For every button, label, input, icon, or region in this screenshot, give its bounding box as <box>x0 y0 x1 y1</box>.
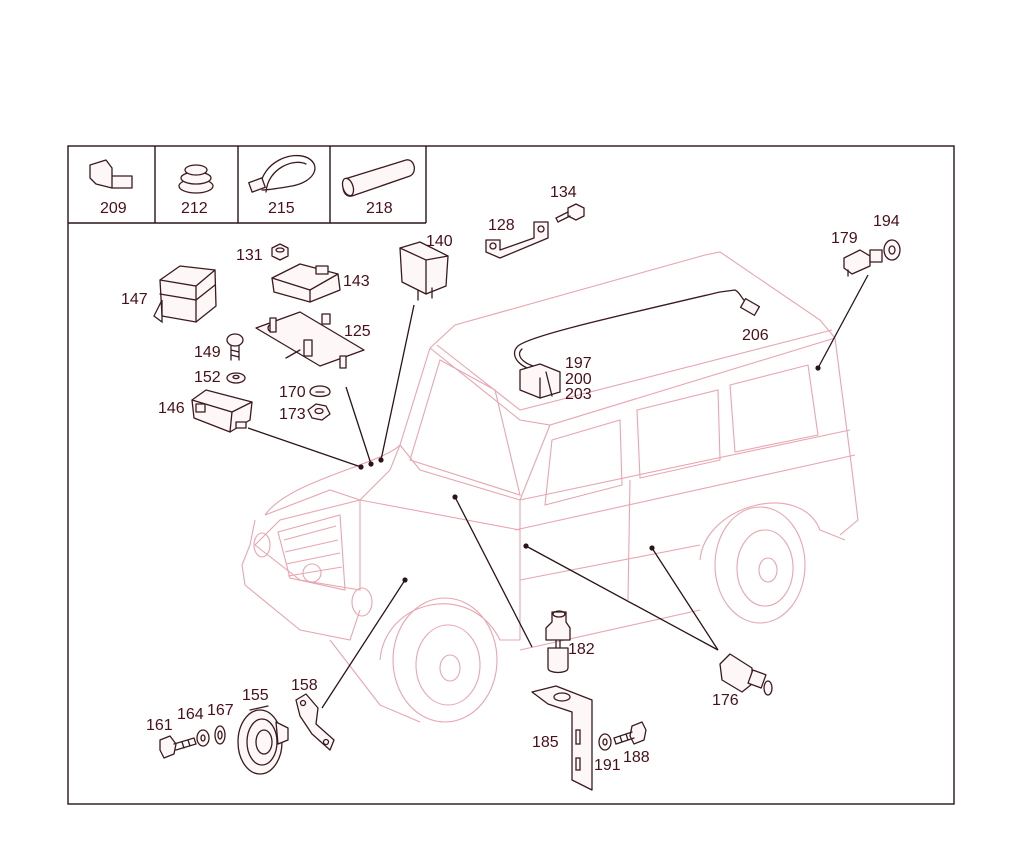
callout-158: 158 <box>291 677 318 694</box>
callout-143: 143 <box>343 273 370 290</box>
part-179-switch <box>843 249 883 277</box>
callout-179: 179 <box>831 230 858 247</box>
part-146-sensor <box>191 389 253 433</box>
part-194-seal-ring <box>883 239 901 261</box>
part-167-washer <box>214 725 226 745</box>
callout-176: 176 <box>712 692 739 709</box>
part-152-washer <box>226 372 246 384</box>
part-197-harness <box>513 289 761 399</box>
legend-label-212: 212 <box>181 200 208 217</box>
part-125-bracket-plate <box>255 311 365 369</box>
legend-label-215: 215 <box>268 200 295 217</box>
callout-167: 167 <box>207 702 234 719</box>
vehicle-outline <box>241 251 859 723</box>
legend-label-209: 209 <box>100 200 127 217</box>
callout-197: 197 <box>565 355 592 372</box>
grommet-icon <box>178 164 214 194</box>
leader-lines <box>247 274 869 709</box>
callout-146: 146 <box>158 400 185 417</box>
part-147-control-unit <box>153 265 217 324</box>
legend-box <box>68 146 427 224</box>
callout-155: 155 <box>242 687 269 704</box>
callout-131: 131 <box>236 247 263 264</box>
part-161-bolt <box>159 735 197 759</box>
callout-185: 185 <box>532 734 559 751</box>
part-173-nut <box>307 403 331 421</box>
callout-134: 134 <box>550 184 577 201</box>
part-188-bolt <box>613 721 647 745</box>
callout-149: 149 <box>194 344 221 361</box>
part-158-horn-bracket <box>295 693 335 751</box>
part-134-bolt <box>555 203 585 223</box>
sleeve-icon <box>341 159 416 197</box>
part-170-clip <box>309 385 331 398</box>
callout-203: 203 <box>565 386 592 403</box>
diagram-frame <box>67 145 955 805</box>
callout-147: 147 <box>121 291 148 308</box>
callout-206: 206 <box>742 327 769 344</box>
part-176-sensor <box>719 653 773 696</box>
callout-191: 191 <box>594 757 621 774</box>
callout-173: 173 <box>279 406 306 423</box>
callout-125: 125 <box>344 323 371 340</box>
cable-tie-icon <box>248 154 316 193</box>
callout-128: 128 <box>488 217 515 234</box>
callout-labels: 125 128 131 134 140 143 146 147 149 152 … <box>121 184 900 774</box>
part-182-switch <box>545 610 571 674</box>
part-149-screw <box>226 333 244 361</box>
part-131-nut <box>271 243 289 261</box>
legend-label-218: 218 <box>366 200 393 217</box>
part-140-relay <box>399 241 449 301</box>
part-128-bracket <box>485 221 549 259</box>
callout-200: 200 <box>565 371 592 388</box>
connector-icon <box>89 159 133 189</box>
part-191-washer <box>598 733 612 751</box>
callout-161: 161 <box>146 717 173 734</box>
callout-140: 140 <box>426 233 453 250</box>
part-164-washer <box>196 729 210 747</box>
callout-188: 188 <box>623 749 650 766</box>
callout-194: 194 <box>873 213 900 230</box>
callout-182: 182 <box>568 641 595 658</box>
callout-170: 170 <box>279 384 306 401</box>
part-143-module <box>271 263 341 303</box>
callout-164: 164 <box>177 706 204 723</box>
callout-152: 152 <box>194 369 221 386</box>
part-155-horn <box>237 705 289 775</box>
part-185-bracket <box>531 685 593 791</box>
